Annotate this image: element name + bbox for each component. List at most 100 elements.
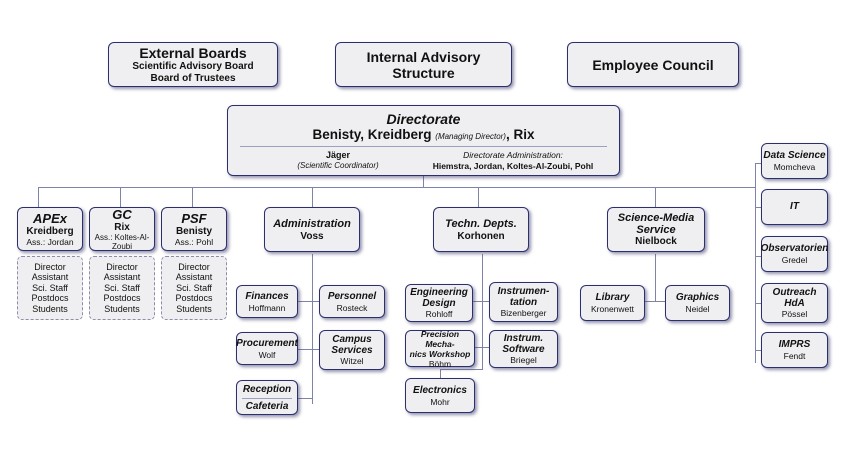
staff-item: Sci. Staff	[32, 282, 68, 293]
department-title: PSF	[181, 210, 207, 226]
department-gc-staff: Director Assistant Sci. Staff Postdocs S…	[89, 256, 155, 320]
employee-council-box: Employee Council	[567, 42, 739, 87]
directorate-admin-block: Directorate Administration: Hiemstra, Jo…	[413, 150, 613, 171]
directorate-admin-names: Hiemstra, Jordan, Koltes-Al-Zoubi, Pohl	[432, 161, 594, 171]
connector-line	[482, 254, 483, 369]
unit-title-cont: tation	[509, 297, 538, 308]
staff-item: Sci. Staff	[176, 282, 212, 293]
administration-title: Administration	[273, 217, 351, 230]
science-media-title-cont: Service	[636, 223, 676, 236]
unit-head: Pössel	[781, 309, 808, 319]
unit-title: Library	[595, 292, 630, 303]
connector-line	[755, 207, 761, 208]
graphics-box: Graphics Neidel	[665, 285, 730, 321]
department-apex-box: APEx Kreidberg Ass.: Jordan	[17, 207, 83, 251]
connector-line	[440, 369, 441, 379]
directorate-admin-label: Directorate Administration:	[463, 150, 563, 160]
technical-depts-box: Techn. Depts. Korhonen	[433, 207, 529, 252]
unit-head: Witzel	[340, 356, 364, 366]
unit-head: Rohloff	[425, 309, 453, 319]
technical-head: Korhonen	[457, 230, 505, 242]
department-assistant: Ass.: Pohl	[174, 236, 214, 247]
directorate-box: Directorate Benisty, Kreidberg (Managing…	[227, 105, 620, 176]
department-assistant: Ass.: Koltes-Al-	[94, 232, 150, 242]
department-psf-box: PSF Benisty Ass.: Pohl	[161, 207, 227, 251]
unit-title: Precision Mecha-	[420, 328, 460, 349]
engineering-design-box: Engineering Design Rohloff	[405, 284, 473, 322]
connector-line	[38, 187, 756, 188]
staff-item: Sci. Staff	[104, 282, 140, 293]
staff-item: Assistant	[31, 272, 69, 283]
scientific-advisory-board: Scientific Advisory Board	[132, 60, 254, 72]
science-media-head: Nielbock	[635, 235, 677, 247]
directorate-divider	[240, 146, 607, 147]
connector-line	[645, 301, 665, 302]
department-head: Kreidberg	[26, 225, 74, 237]
unit-head: Wolf	[258, 349, 276, 360]
unit-title: Graphics	[675, 292, 720, 303]
unit-title: Engineering	[410, 287, 468, 298]
unit-title-cont: HdA	[784, 298, 805, 309]
unit-title: Observatorien	[760, 243, 829, 254]
unit-title: Finances	[245, 290, 289, 302]
external-boards-box: External Boards Scientific Advisory Boar…	[108, 42, 278, 87]
internal-advisory-title: Internal Advisory Structure	[366, 48, 481, 81]
connector-line	[473, 347, 489, 348]
connector-line	[298, 301, 320, 302]
unit-head: Böhm	[428, 358, 452, 369]
connector-line	[755, 303, 761, 304]
connector-line	[298, 349, 320, 350]
unit-head: Kronenwett	[591, 304, 634, 314]
staff-item: Postdocs	[175, 293, 213, 304]
connector-line	[38, 187, 39, 207]
unit-head: Momcheva	[773, 162, 816, 172]
staff-item: Assistant	[103, 272, 141, 283]
connector-line	[478, 187, 479, 207]
personnel-box: Personnel Rosteck	[319, 285, 385, 318]
connector-line	[655, 187, 656, 207]
connector-line	[312, 254, 313, 404]
employee-council-title: Employee Council	[592, 56, 714, 73]
department-assistant-cont: Zoubi	[111, 241, 132, 251]
unit-title: Outreach	[772, 287, 817, 298]
staff-item: Director	[34, 261, 66, 272]
staff-item: Students	[32, 303, 68, 314]
connector-line	[192, 187, 193, 207]
data-science-box: Data Science Momcheva	[761, 143, 828, 179]
finances-box: Finances Hoffmann	[236, 285, 298, 318]
unit-head: Hoffmann	[248, 302, 286, 313]
unit-title: Campus	[332, 334, 372, 345]
connector-line	[755, 163, 756, 363]
library-box: Library Kronenwett	[580, 285, 645, 321]
reception-title: Reception	[242, 384, 292, 395]
unit-title: IT	[790, 201, 799, 212]
department-assistant: Ass.: Jordan	[26, 236, 74, 247]
reception-cafeteria-box: Reception Cafeteria	[236, 380, 298, 415]
instrumentation-box: Instrumen- tation Bizenberger	[489, 282, 558, 322]
unit-head: Mohr	[430, 396, 450, 407]
connector-line	[298, 398, 313, 399]
staff-item: Director	[178, 261, 210, 272]
staff-item: Director	[106, 261, 138, 272]
connector-line	[423, 176, 424, 187]
connector-line	[755, 163, 761, 164]
administration-box: Administration Voss	[264, 207, 360, 252]
unit-head: Rosteck	[336, 302, 368, 313]
department-gc-box: GC Rix Ass.: Koltes-Al- Zoubi	[89, 207, 155, 251]
unit-head: Briegel	[510, 355, 537, 365]
unit-title-cont: Services	[331, 345, 373, 356]
unit-title-cont: Software	[502, 344, 545, 355]
procurement-box: Procurement Wolf	[236, 332, 298, 365]
electronics-box: Electronics Mohr	[405, 378, 475, 413]
coordinator-block: Jäger (Scientific Coordinator)	[258, 150, 418, 171]
reception-divider	[242, 398, 292, 399]
directorate-members: Benisty, Kreidberg (Managing Director), …	[228, 127, 619, 145]
unit-title: Instrum.	[503, 333, 544, 344]
imprs-box: IMPRS Fendt	[761, 332, 828, 368]
unit-head: Fendt	[783, 351, 806, 361]
observatorien-box: Observatorien Gredel	[761, 236, 828, 272]
connector-line	[655, 254, 656, 302]
unit-title: Electronics	[413, 384, 467, 396]
unit-title: Data Science	[763, 150, 826, 161]
unit-title: IMPRS	[778, 339, 811, 350]
